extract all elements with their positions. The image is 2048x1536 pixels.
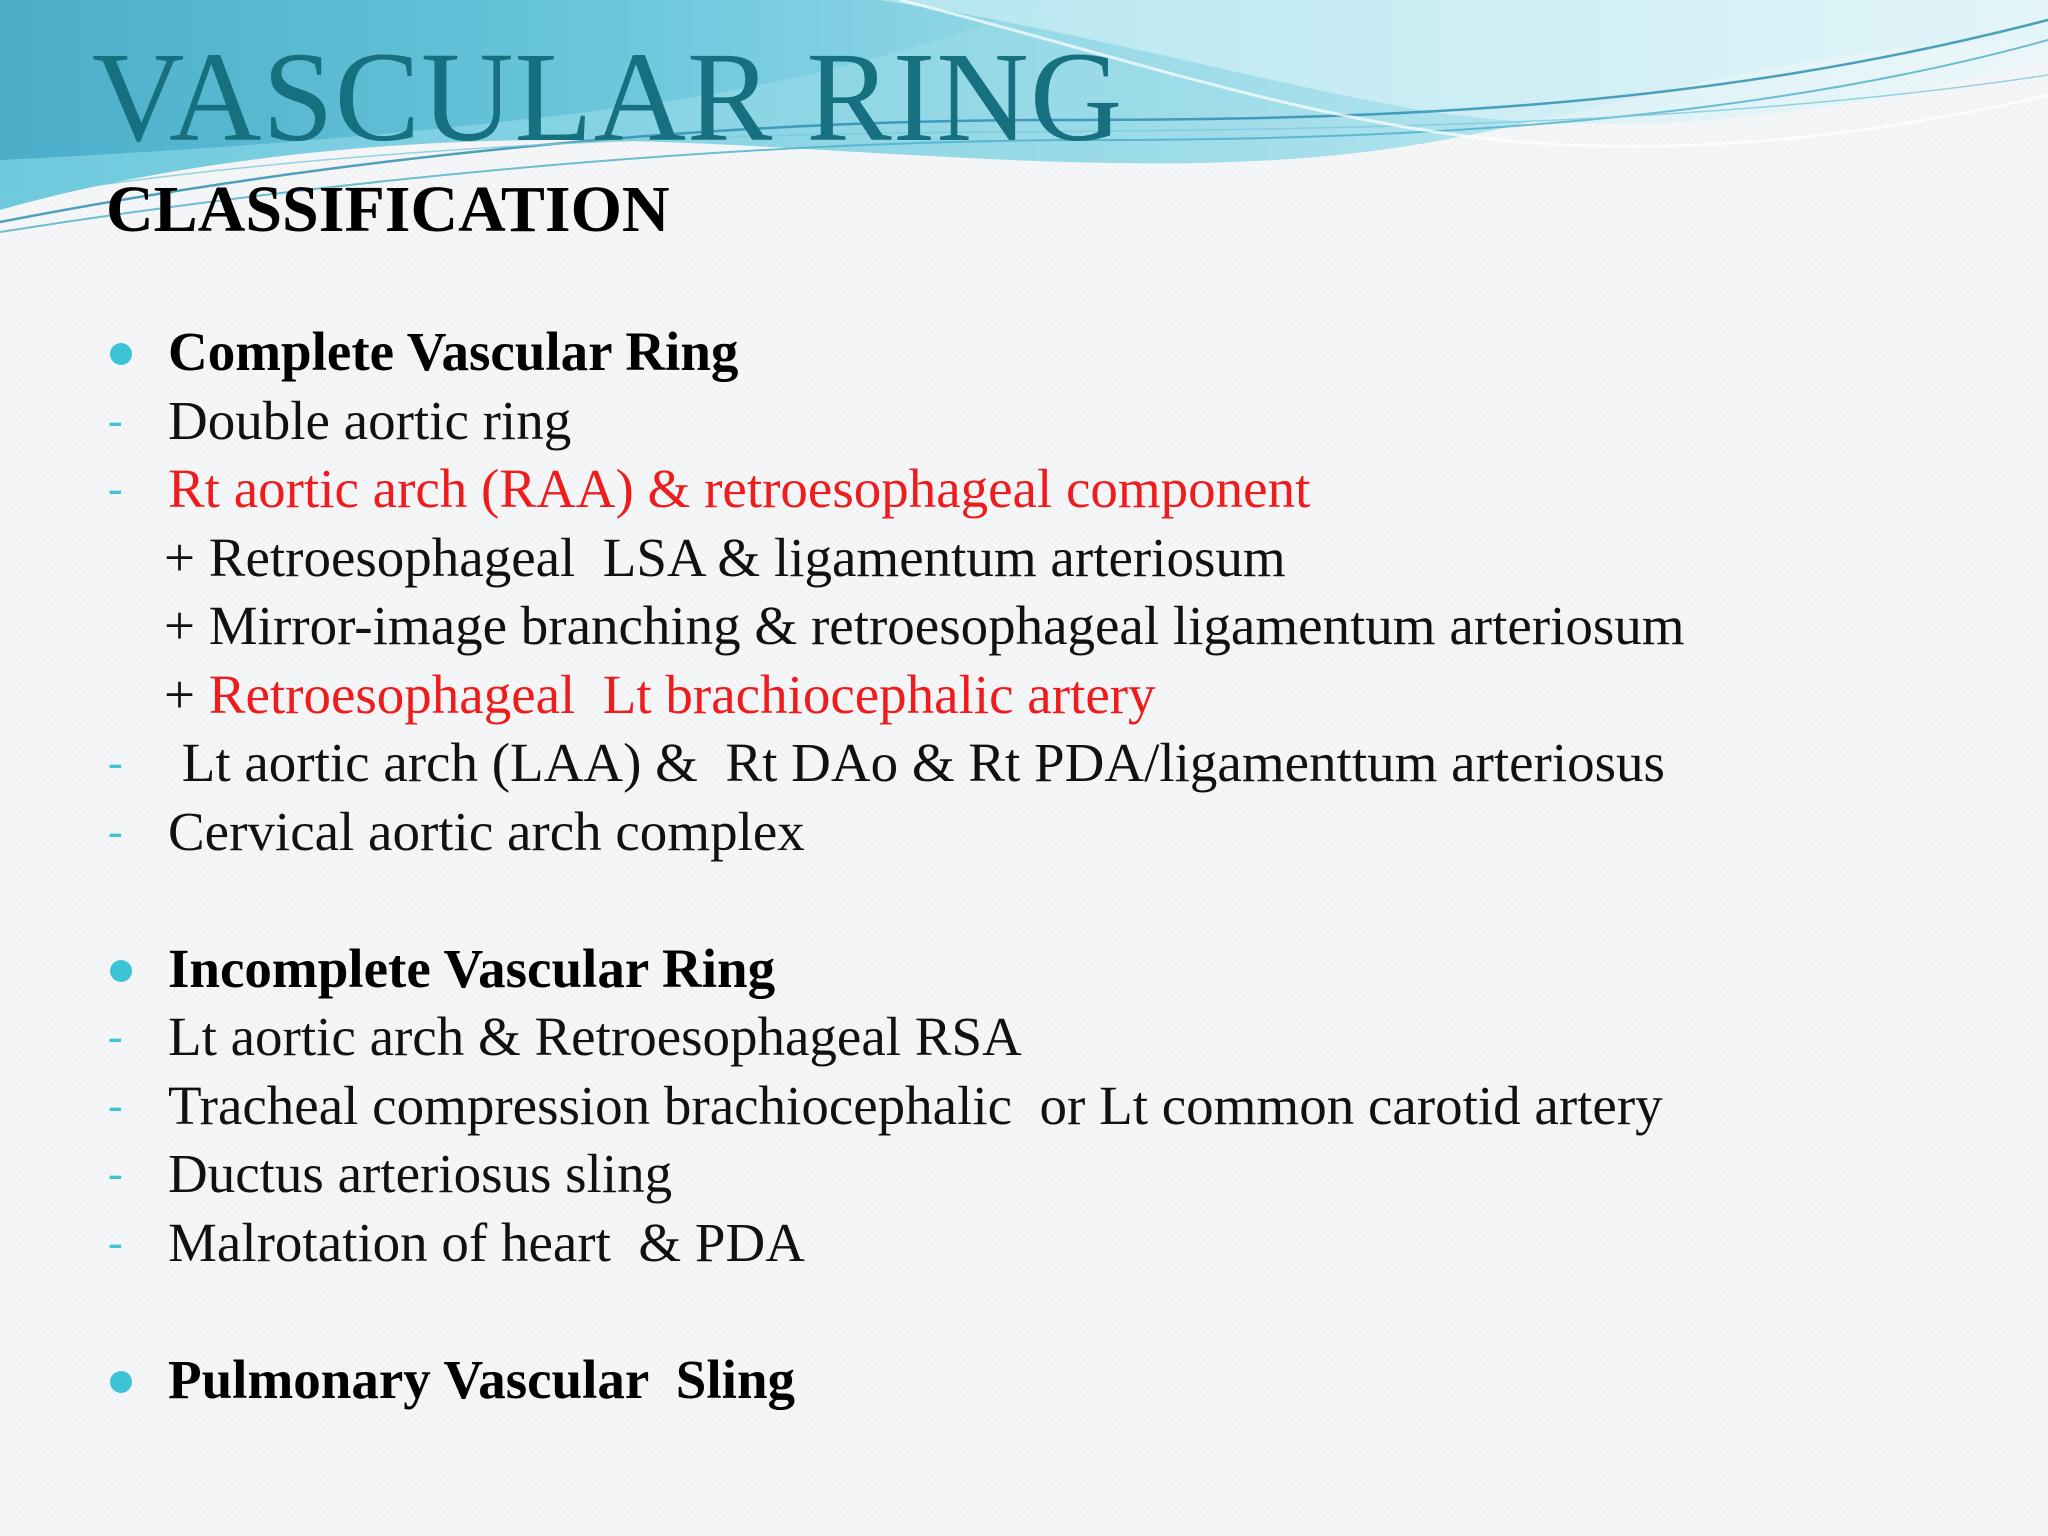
plus-prefix: + [164, 526, 209, 588]
spacer [0, 1277, 2048, 1346]
dash-icon: - [108, 1149, 123, 1198]
decorative-wave-header [0, 0, 2048, 233]
circle-bullet-icon [106, 935, 146, 1004]
section-heading-pulmonary: Pulmonary Vascular Sling [0, 1346, 2048, 1415]
dash-icon: - [108, 1012, 123, 1061]
list-item: - Lt aortic arch & Retroesophageal RSA [0, 1003, 2048, 1072]
list-item: - Tracheal compression brachiocephalic o… [0, 1072, 2048, 1141]
circle-bullet-icon [106, 1346, 146, 1415]
section-heading-complete: Complete Vascular Ring [0, 318, 2048, 387]
list-item: - Cervical aortic arch complex [0, 798, 2048, 867]
spacer [0, 866, 2048, 935]
list-item: - Ductus arteriosus sling [0, 1140, 2048, 1209]
list-item: - Double aortic ring [0, 387, 2048, 456]
dash-icon: - [108, 395, 123, 445]
classification-list: Complete Vascular Ring - Double aortic r… [0, 318, 2048, 1414]
plus-prefix: + [164, 595, 209, 656]
dash-icon: - [108, 1217, 123, 1267]
dash-icon: - [108, 1080, 123, 1130]
list-sub-item: + Retroesophageal LSA & ligamentum arter… [164, 526, 1286, 588]
dash-icon: - [108, 738, 123, 787]
dash-icon: - [108, 464, 123, 513]
slide-subtitle: CLASSIFICATION [106, 173, 670, 246]
slide-title: VASCULAR RING [92, 26, 1124, 168]
circle-bullet-icon [106, 318, 146, 387]
dash-icon: - [108, 806, 123, 856]
list-item: - Rt aortic arch (RAA) & retroesophageal… [0, 455, 2048, 524]
plus-prefix: + [164, 663, 209, 725]
list-sub-item: + Mirror-image branching & retroesophage… [164, 595, 1685, 656]
list-item: - Lt aortic arch (LAA) & Rt DAo & Rt PDA… [0, 729, 2048, 798]
list-item: - Malrotation of heart & PDA [0, 1209, 2048, 1278]
section-heading-incomplete: Incomplete Vascular Ring [0, 935, 2048, 1004]
list-sub-item: + Retroesophageal Lt brachiocephalic art… [164, 663, 1156, 725]
